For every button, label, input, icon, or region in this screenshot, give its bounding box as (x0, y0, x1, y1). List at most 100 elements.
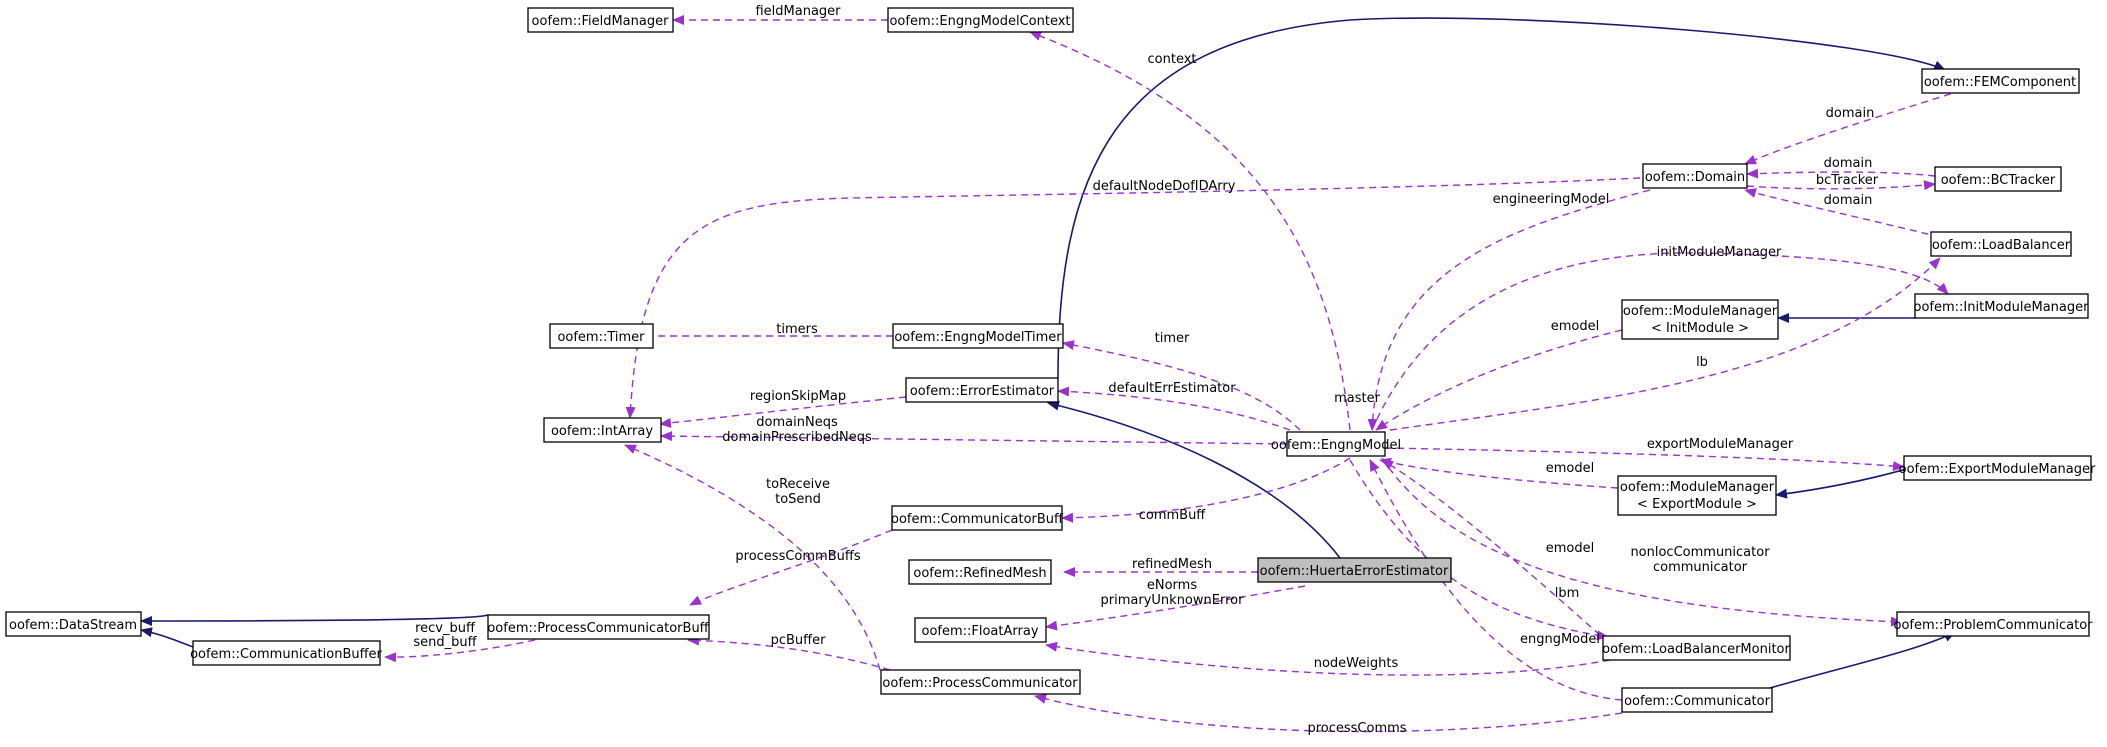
node-label-data-stream: oofem::DataStream (9, 618, 137, 633)
node-label-load-balancer: oofem::LoadBalancer (1932, 238, 2071, 253)
edge-to-receive (624, 444, 881, 671)
edge-label-master: master (1334, 391, 1380, 406)
node-export-module-manager[interactable]: oofem::ExportModuleManager (1899, 455, 2096, 481)
node-label-engng-model-context: oofem::EngngModelContext (889, 14, 1070, 29)
node-error-estimator[interactable]: oofem::ErrorEstimator (905, 377, 1059, 403)
edge-label-domain-neqs: domainNeqs (756, 415, 838, 430)
node-label-engng-model: oofem::EngngModel (1271, 438, 1401, 453)
node-load-balancer-monitor[interactable]: oofem::LoadBalancerMonitor (1602, 635, 1791, 661)
edge-comm-buff (1061, 457, 1351, 523)
edge-inherit-problem-communicator (1769, 631, 1956, 689)
node-label-refined-mesh: oofem::RefinedMesh (913, 566, 1046, 581)
node-label-communicator: oofem::Communicator (1624, 694, 1771, 709)
edge-domain-lb (1744, 188, 1941, 238)
edge-label-primary-unknown-error: primaryUnknownError (1101, 593, 1245, 608)
edge-label-domain-prescribed-neqs: domainPrescribedNeqs (722, 430, 872, 445)
edge-label-domain-fem: domain (1826, 106, 1875, 121)
edge-engng-model (1369, 459, 1623, 701)
node-process-communicator-buff[interactable]: oofem::ProcessCommunicatorBuff (487, 614, 710, 640)
node-refined-mesh[interactable]: oofem::RefinedMesh (908, 559, 1052, 585)
node-huerta-error-estimator[interactable]: oofem::HuertaErrorEstimator (1257, 557, 1452, 583)
node-domain[interactable]: oofem::Domain (1642, 163, 1748, 189)
edge-label-node-weights: nodeWeights (1314, 656, 1399, 671)
node-fem-component[interactable]: oofem::FEMComponent (1921, 68, 2080, 94)
node-label-module-manager-export-line2: < ExportModule > (1637, 497, 1757, 512)
node-float-array[interactable]: oofem::FloatArray (914, 617, 1047, 643)
node-init-module-manager[interactable]: oofem::InitModuleManager (1914, 293, 2090, 319)
node-label-timer: oofem::Timer (557, 330, 645, 345)
edge-label-emodel-lbm: emodel (1546, 541, 1594, 556)
edge-export-module-manager (1384, 447, 1905, 472)
edge-context (1029, 31, 1351, 431)
edge-emodel-export (1379, 457, 1619, 489)
edge-recv-send-buff (384, 639, 536, 663)
edge-label-communicator: communicator (1653, 560, 1748, 575)
edge-label-e-norms: eNorms (1147, 578, 1197, 593)
node-engng-model-context[interactable]: oofem::EngngModelContext (887, 7, 1074, 33)
edge-pc-buffer (687, 635, 891, 671)
node-label-module-manager-init-line2: < InitModule > (1651, 321, 1749, 336)
edge-inherit-error-estimator-fem-component (1057, 17, 1946, 379)
node-label-fem-component: oofem::FEMComponent (1924, 75, 2076, 90)
node-communicator-buff[interactable]: oofem::CommunicatorBuff (891, 505, 1064, 531)
edge-e-norms (1045, 585, 1306, 631)
node-module-manager-init[interactable]: oofem::ModuleManager < InitModule > (1621, 299, 1779, 340)
edge-label-timer: timer (1155, 331, 1190, 346)
node-data-stream[interactable]: oofem::DataStream (5, 611, 142, 637)
node-label-domain: oofem::Domain (1645, 170, 1745, 185)
node-label-bc-tracker: oofem::BCTracker (1941, 173, 2056, 188)
edge-labels: fieldManager context domain domain bcTra… (413, 4, 1878, 736)
edge-label-to-send: toSend (775, 492, 821, 507)
edge-label-init-module-manager: initModuleManager (1657, 245, 1782, 260)
node-label-load-balancer-monitor: oofem::LoadBalancerMonitor (1602, 642, 1790, 657)
edge-label-emodel-init: emodel (1551, 319, 1599, 334)
node-communication-buffer[interactable]: oofem::CommunicationBuffer (190, 640, 383, 666)
edge-lb (1389, 257, 1941, 431)
edge-label-recv-buff: recv_buff (415, 621, 476, 636)
node-timer[interactable]: oofem::Timer (549, 323, 654, 349)
edge-label-send-buff: send_buff (413, 635, 477, 650)
edge-label-nonloc-communicator: nonlocCommunicator (1630, 545, 1770, 560)
node-label-huerta-error-estimator: oofem::HuertaErrorEstimator (1260, 564, 1449, 579)
edge-label-region-skip-map: regionSkipMap (750, 389, 846, 404)
edge-label-comm-buff: commBuff (1139, 508, 1207, 523)
node-engng-model-timer[interactable]: oofem::EngngModelTimer (892, 323, 1064, 349)
node-label-module-manager-export-line1: oofem::ModuleManager (1620, 480, 1775, 495)
edge-inherit-huerta-error-estimator (1047, 400, 1341, 559)
edge-domain-bc1 (1746, 168, 1936, 179)
edge-label-default-err-estimator: defaultErrEstimator (1108, 381, 1236, 396)
node-label-process-communicator-buff: oofem::ProcessCommunicatorBuff (487, 621, 709, 636)
edge-domain-fem (1744, 82, 1986, 165)
edge-label-lb: lb (1696, 355, 1708, 370)
edge-label-engng-model: engngModel (1520, 632, 1600, 647)
node-label-engng-model-timer: oofem::EngngModelTimer (894, 330, 1062, 345)
edge-inherit-export-module-manager (1775, 467, 1911, 499)
node-bc-tracker[interactable]: oofem::BCTracker (1934, 166, 2062, 192)
node-module-manager-export[interactable]: oofem::ModuleManager < ExportModule > (1617, 475, 1777, 516)
node-process-communicator[interactable]: oofem::ProcessCommunicator (880, 669, 1081, 695)
edge-region-skip-map (659, 396, 907, 428)
node-field-manager[interactable]: oofem::FieldManager (527, 7, 674, 33)
edge-label-refined-mesh: refinedMesh (1132, 557, 1212, 572)
edge-emodel-init (1375, 329, 1623, 431)
edge-node-weights (1045, 641, 1611, 676)
usage-edges (384, 15, 1986, 733)
inheritance-edges (140, 17, 1956, 689)
edge-default-node-dof-id-arry (625, 177, 1641, 419)
node-load-balancer[interactable]: oofem::LoadBalancer (1930, 231, 2072, 257)
node-label-communication-buffer: oofem::CommunicationBuffer (190, 647, 382, 662)
node-communicator[interactable]: oofem::Communicator (1621, 687, 1773, 713)
edge-process-comm-buffs (689, 529, 893, 606)
node-label-communicator-buff: oofem::CommunicatorBuff (891, 512, 1064, 527)
edge-label-to-receive: toReceive (766, 477, 830, 492)
node-int-array[interactable]: oofem::IntArray (543, 417, 662, 443)
node-engng-model[interactable]: oofem::EngngModel (1271, 431, 1401, 457)
edge-label-timers: timers (776, 322, 818, 337)
edge-label-emodel-export: emodel (1546, 461, 1594, 476)
edge-default-err-estimator (1057, 386, 1291, 431)
edge-lbm (1349, 459, 1609, 641)
node-label-init-module-manager: oofem::InitModuleManager (1914, 300, 2090, 315)
edge-label-domain-bc1: domain (1824, 156, 1873, 171)
node-problem-communicator[interactable]: oofem::ProblemCommunicator (1893, 611, 2093, 637)
